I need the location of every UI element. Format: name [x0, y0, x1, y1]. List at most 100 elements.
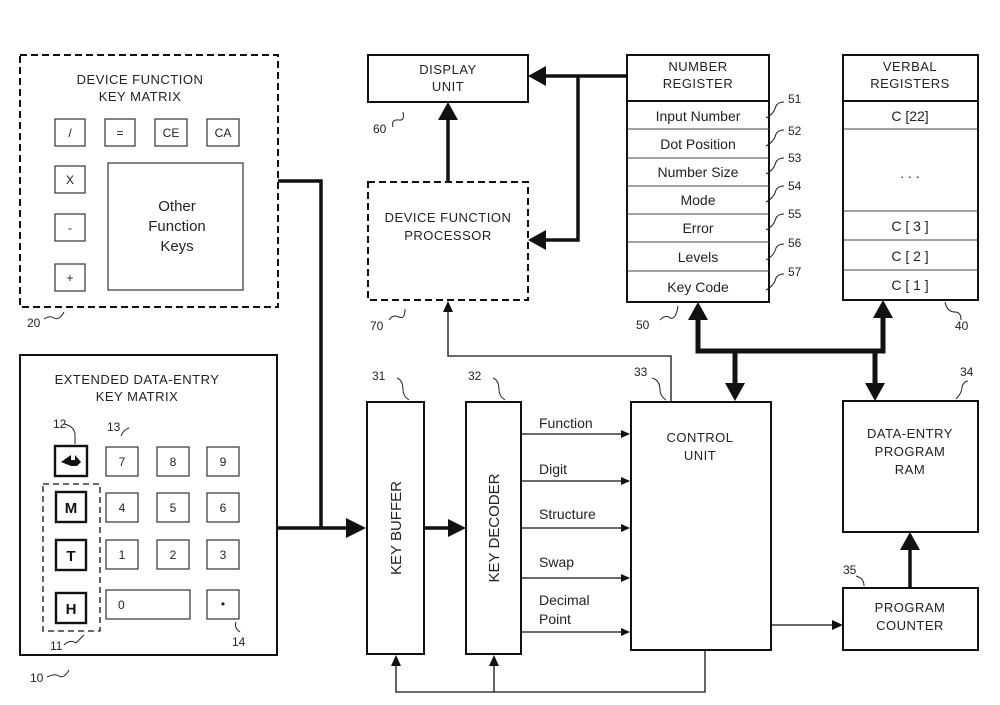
svg-text:H: H [66, 601, 77, 618]
ref-53: 53 [788, 151, 802, 165]
signal-decimal-label-line1: Decimal [539, 592, 590, 608]
key-9[interactable]: 9 [206, 446, 240, 477]
control-unit: CONTROL UNIT 33 [630, 365, 772, 651]
register-row-input-number: Input Number [656, 108, 741, 124]
data-entry-program-ram: DATA-ENTRY PROGRAM RAM 34 [842, 365, 979, 533]
key-4[interactable]: 4 [105, 492, 139, 523]
ref-34: 34 [960, 365, 974, 379]
key-1[interactable]: 1 [105, 539, 139, 570]
svg-text:VERBAL: VERBAL [883, 59, 937, 74]
key-0[interactable]: 0 [105, 589, 191, 620]
ref-40-leader [944, 301, 962, 321]
key-m[interactable]: M [54, 490, 88, 524]
key-multiply[interactable]: X [54, 165, 86, 194]
ref-56: 56 [788, 236, 802, 250]
key-divide[interactable]: / [54, 118, 86, 147]
key-8[interactable]: 8 [156, 446, 190, 477]
register-ref-leaders [765, 101, 785, 291]
ref-10-leader [46, 669, 70, 678]
svg-text:X: X [66, 173, 74, 187]
svg-text:PROGRAM: PROGRAM [875, 600, 946, 615]
ref-11-leader [63, 634, 85, 646]
svg-text:•: • [221, 597, 225, 611]
verbal-row-c1: C [ 1 ] [891, 277, 928, 293]
register-row-key-code: Key Code [667, 279, 729, 295]
svg-text:KEY BUFFER: KEY BUFFER [388, 481, 405, 575]
key-special-12[interactable] [53, 444, 89, 478]
ref-52: 52 [788, 124, 802, 138]
signal-digit-label: Digit [539, 461, 567, 477]
key-plus[interactable]: + [54, 263, 86, 292]
svg-text:CA: CA [215, 126, 232, 140]
verbal-row-ellipsis: . . . [900, 165, 919, 181]
key-6[interactable]: 6 [206, 492, 240, 523]
ref-55: 55 [788, 207, 802, 221]
ref-12-leader [63, 423, 76, 444]
ref-51: 51 [788, 92, 802, 106]
svg-text:PROGRAM: PROGRAM [875, 444, 946, 459]
svg-text:Function: Function [148, 218, 206, 235]
register-row-mode: Mode [680, 192, 715, 208]
key-dot[interactable]: • [206, 589, 240, 620]
key-equals[interactable]: = [104, 118, 136, 147]
verbal-row-c3: C [ 3 ] [891, 218, 928, 234]
device-matrix-title-line2: KEY MATRIX [99, 89, 182, 104]
ref-31-leader [396, 377, 410, 401]
svg-text:RAM: RAM [895, 462, 925, 477]
svg-text:5: 5 [170, 501, 177, 515]
svg-text:4: 4 [119, 501, 126, 515]
svg-text:REGISTER: REGISTER [663, 76, 733, 91]
key-minus[interactable]: - [54, 213, 86, 242]
other-function-keys[interactable]: Other Function Keys [107, 162, 244, 291]
svg-text:2: 2 [170, 548, 177, 562]
display-unit: DISPLAY UNIT 60 [367, 54, 529, 136]
ref-32: 32 [468, 369, 482, 383]
svg-text:Keys: Keys [160, 238, 193, 255]
ref-33: 33 [634, 365, 648, 379]
key-decoder: KEY DECODER 32 [465, 369, 522, 655]
ref-35-leader [855, 575, 865, 587]
key-3[interactable]: 3 [206, 539, 240, 570]
ref-70: 70 [370, 319, 384, 333]
ref-50-leader [659, 305, 679, 321]
svg-text:0: 0 [118, 598, 125, 612]
svg-text:UNIT: UNIT [432, 79, 464, 94]
device-function-processor: DEVICE FUNCTION PROCESSOR 70 [367, 181, 529, 333]
svg-text:DATA-ENTRY: DATA-ENTRY [867, 426, 953, 441]
key-ca[interactable]: CA [206, 118, 240, 147]
ref-14-leader [235, 621, 241, 633]
svg-text:7: 7 [119, 455, 126, 469]
ref-70-leader [388, 308, 406, 321]
verbal-row-c22: C [22] [891, 108, 928, 124]
svg-text:/: / [68, 126, 72, 140]
svg-text:8: 8 [170, 455, 177, 469]
key-h[interactable]: H [54, 591, 88, 625]
device-matrix-title-line1: DEVICE FUNCTION [77, 72, 204, 87]
svg-text:REGISTERS: REGISTERS [870, 76, 950, 91]
ref-33-leader [651, 377, 667, 401]
key-2[interactable]: 2 [156, 539, 190, 570]
structure-keys-group [42, 483, 101, 632]
svg-text:-: - [68, 221, 72, 235]
device-matrix-to-buffer-line [278, 179, 323, 528]
key-ce[interactable]: CE [154, 118, 188, 147]
svg-text:+: + [66, 271, 73, 285]
buffer-input-arrowhead [346, 518, 366, 538]
extended-matrix-title-line1: EXTENDED DATA-ENTRY [55, 372, 220, 387]
svg-text:CE: CE [163, 126, 180, 140]
svg-text:DEVICE FUNCTION: DEVICE FUNCTION [385, 210, 512, 225]
key-7[interactable]: 7 [105, 446, 139, 477]
svg-text:DISPLAY: DISPLAY [419, 62, 476, 77]
svg-text:M: M [65, 500, 78, 517]
signal-swap-label: Swap [539, 554, 574, 570]
svg-text:KEY DECODER: KEY DECODER [486, 473, 503, 582]
ref-34-leader [955, 380, 969, 400]
ref-50: 50 [636, 318, 650, 332]
key-t[interactable]: T [54, 538, 88, 572]
ref-60-leader [392, 111, 404, 128]
extended-matrix-title-line2: KEY MATRIX [96, 389, 179, 404]
key-5[interactable]: 5 [156, 492, 190, 523]
verbal-registers: VERBAL REGISTERS C [22] . . . C [ 3 ] C … [842, 54, 979, 333]
register-row-dot-position: Dot Position [660, 136, 735, 152]
